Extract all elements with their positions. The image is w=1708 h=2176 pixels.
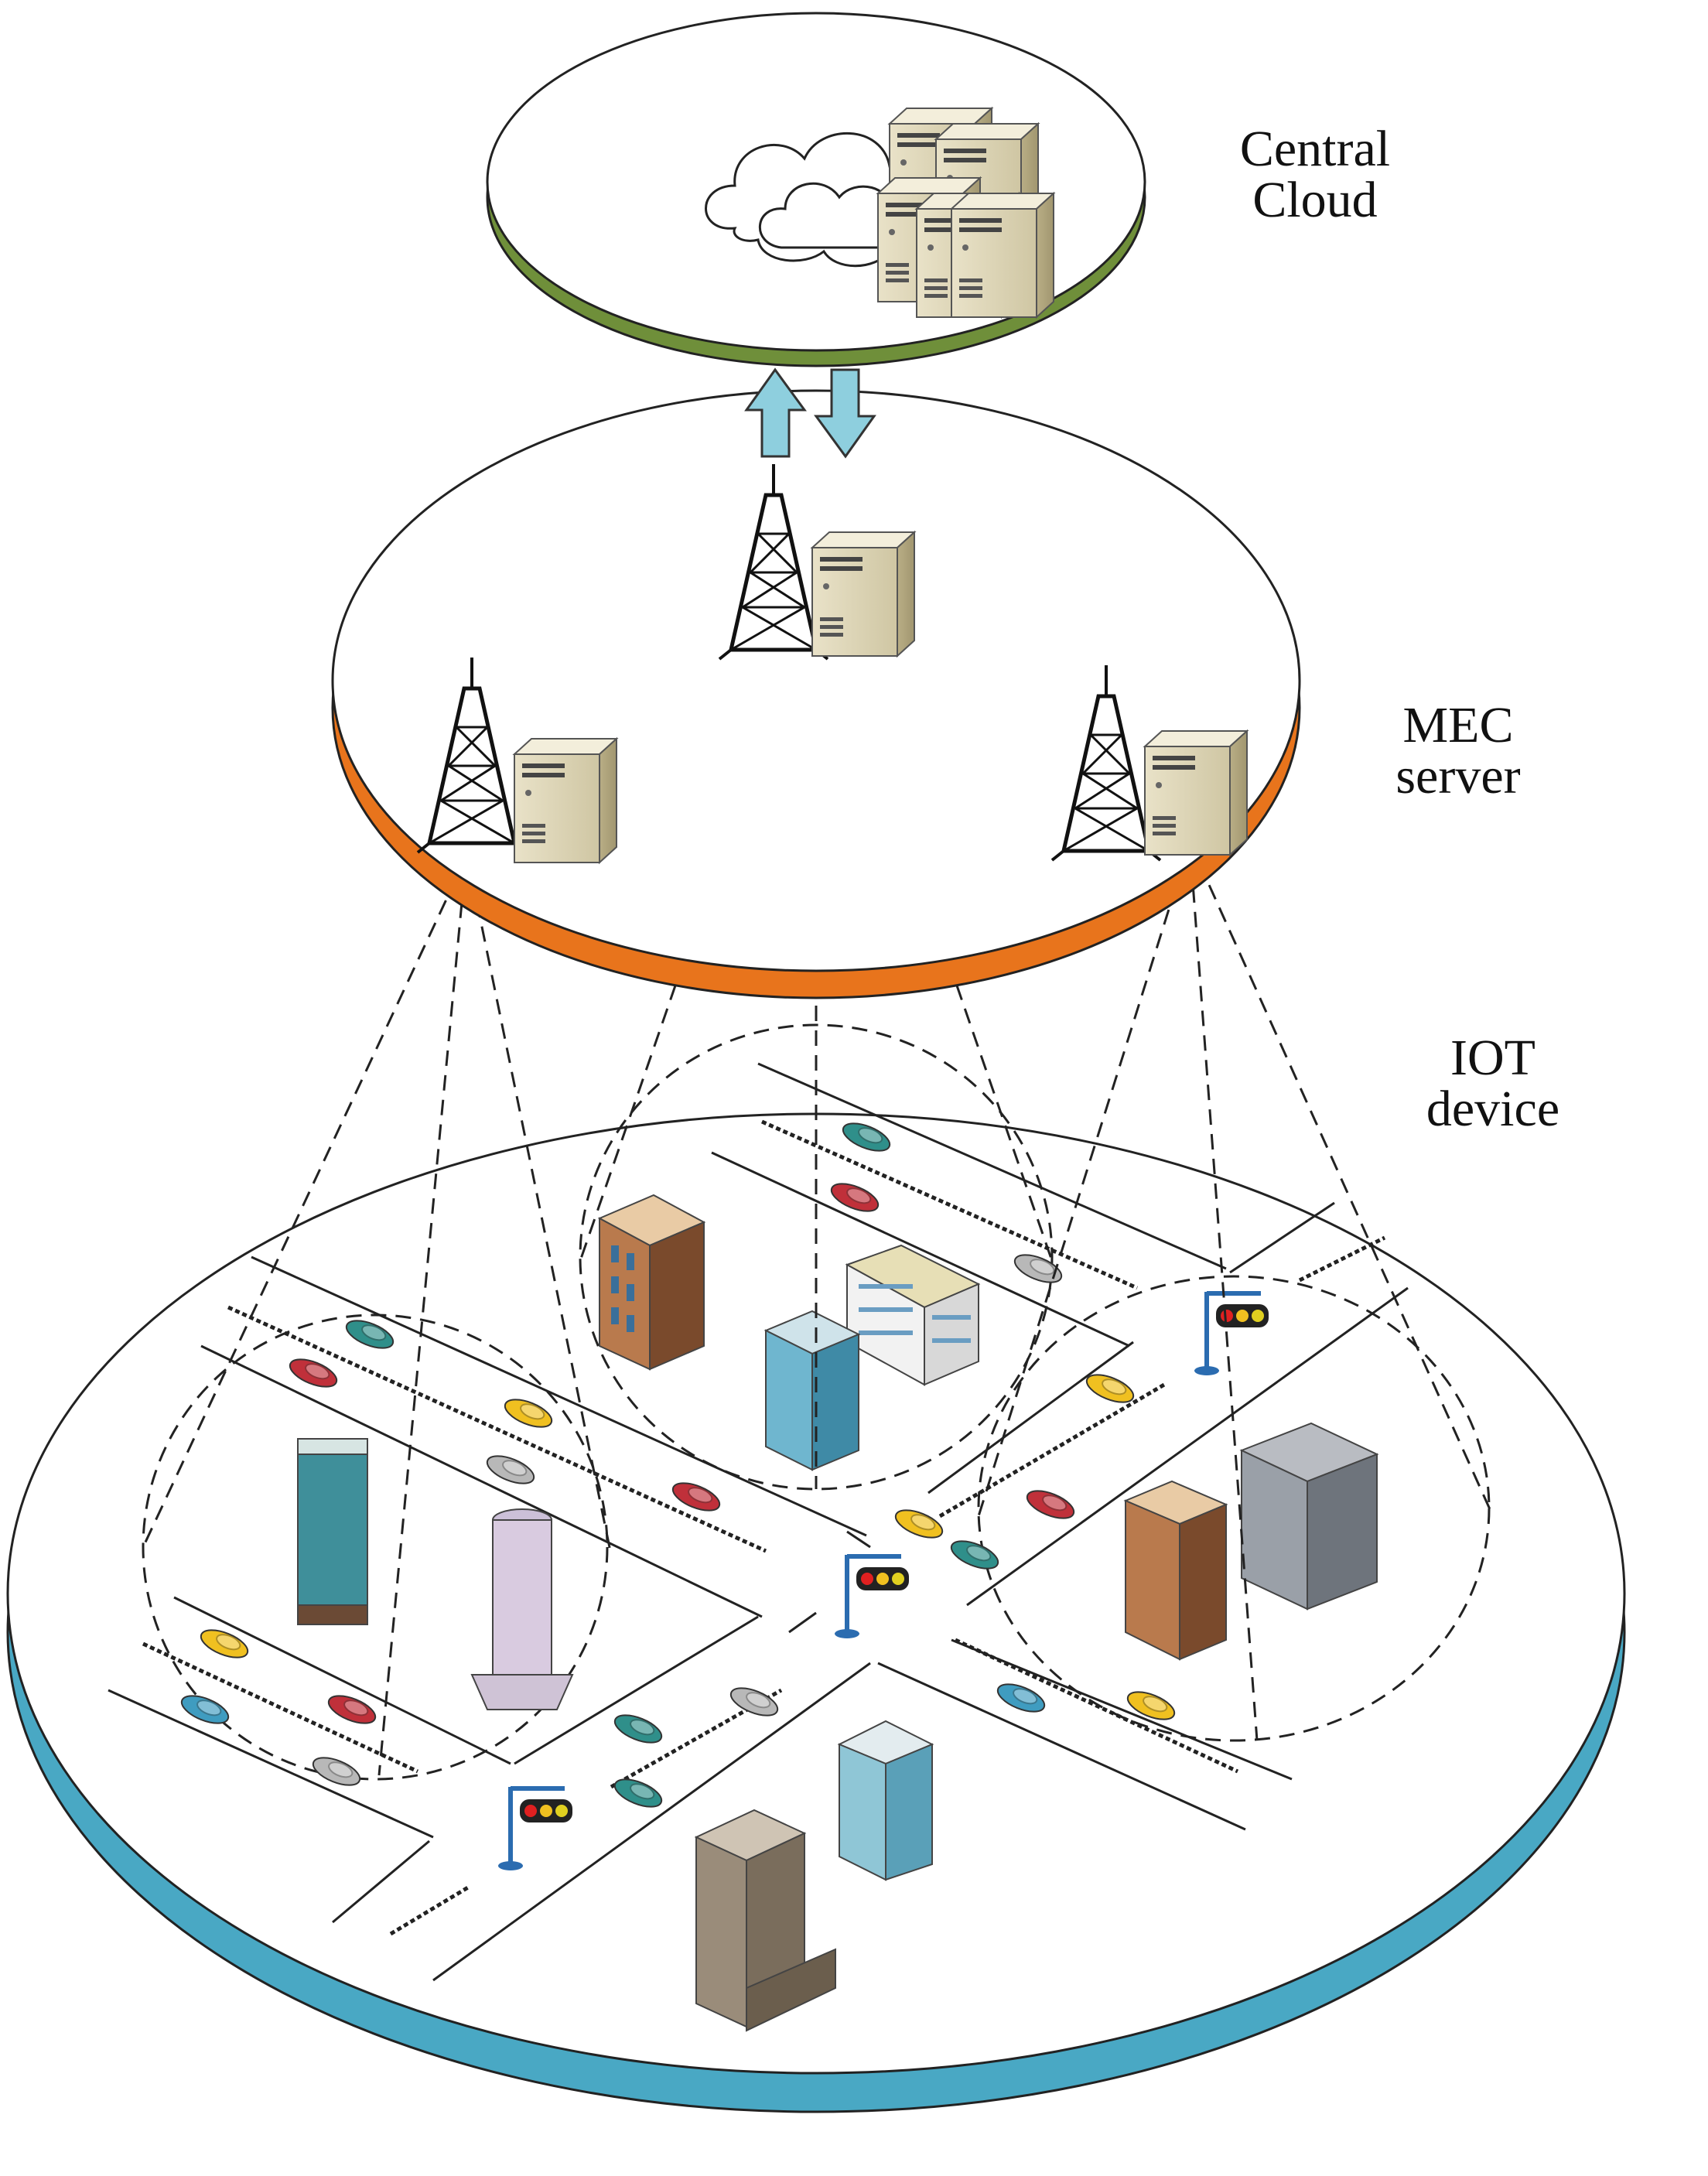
- uplink-arrow-icon: [744, 367, 807, 458]
- building-icon: [763, 1310, 861, 1471]
- downlink-arrow-icon: [814, 368, 876, 459]
- building-icon: [694, 1809, 836, 2032]
- building-icon: [297, 1438, 368, 1625]
- mec-layer-disc-top: [331, 389, 1301, 972]
- server-icon: [951, 193, 1054, 318]
- lane-markings: [142, 1119, 1386, 1936]
- mec-server-label-line1: MEC: [1402, 697, 1514, 753]
- server-icon: [514, 738, 617, 863]
- buildings: [297, 1194, 1379, 2032]
- central-cloud-label-line1: Central: [1239, 121, 1391, 177]
- iot-device-label-line1: IOT: [1450, 1030, 1535, 1086]
- coverage-area-center: [579, 1023, 1054, 1491]
- central-cloud-label-line2: Cloud: [1252, 172, 1378, 228]
- iot-device-label-line2: device: [1426, 1081, 1560, 1137]
- road-network: [108, 1062, 1409, 1982]
- server-icon: [1144, 730, 1248, 856]
- building-icon: [837, 1720, 934, 1881]
- building-icon: [597, 1194, 706, 1371]
- building-icon: [845, 1244, 981, 1386]
- coverage-area-left: [142, 1313, 609, 1781]
- mec-server-label-line2: server: [1395, 748, 1521, 804]
- central-cloud-layer: [486, 12, 1146, 367]
- building-icon: [470, 1508, 574, 1710]
- uplink-downlink-arrows: [744, 367, 876, 459]
- cloud-icon: [705, 132, 929, 268]
- server-rack-icon: [877, 108, 1054, 318]
- iot-device-layer: [6, 1023, 1626, 2113]
- server-icon: [811, 531, 915, 657]
- building-icon: [1239, 1422, 1379, 1611]
- building-icon: [1123, 1480, 1228, 1661]
- mec-server-layer: [331, 389, 1301, 999]
